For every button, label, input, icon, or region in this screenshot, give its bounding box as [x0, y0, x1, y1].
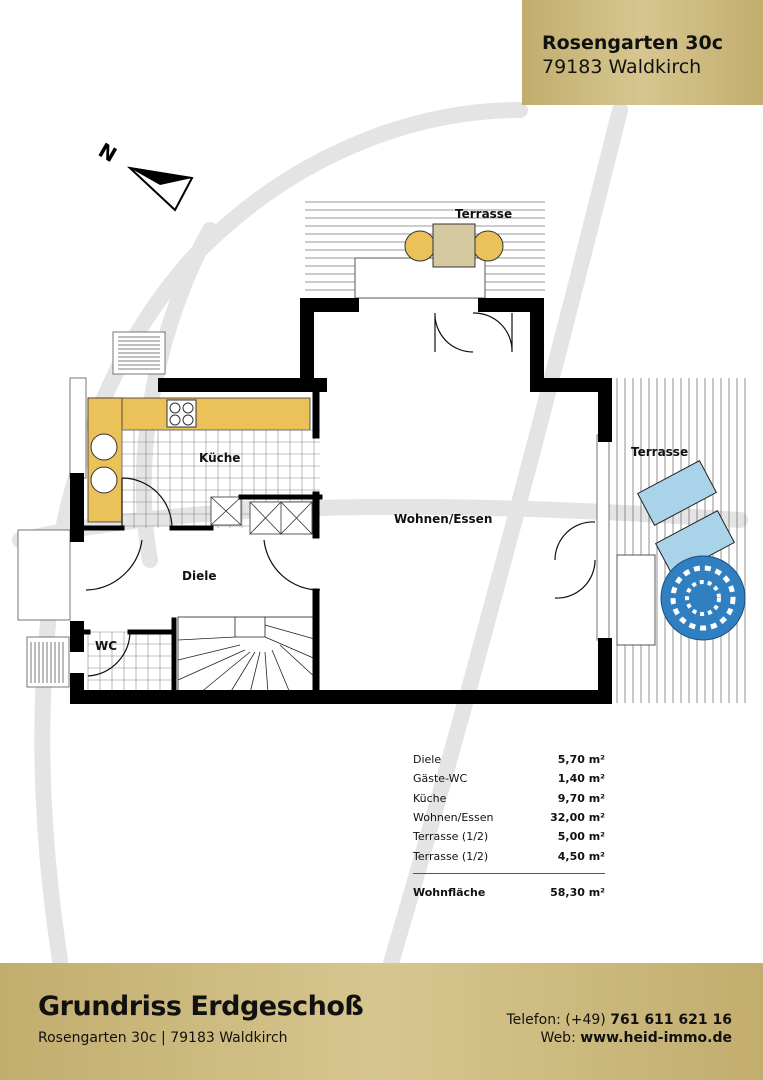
total-value: 58,30 m² — [550, 885, 605, 899]
room-label-hall: Diele — [182, 569, 216, 583]
footer-title: Grundriss Erdgeschoß — [38, 991, 364, 1022]
area-name: Terrasse (1/2) — [413, 849, 489, 863]
phone-label: Telefon: (+49) — [506, 1012, 611, 1028]
footer: Grundriss Erdgeschoß Rosengarten 30c | 7… — [0, 963, 763, 1080]
area-row: Terrasse (1/2) 4,50 m² — [413, 846, 605, 865]
area-name: Gäste-WC — [413, 772, 468, 786]
room-label-terrace-top: Terrasse — [455, 207, 512, 221]
watermark-logo — [12, 102, 748, 1008]
area-row: Terrasse (1/2) 5,00 m² — [413, 827, 605, 846]
web-link[interactable]: www.heid-immo.de — [580, 1030, 732, 1046]
area-value: 4,50 m² — [557, 849, 605, 863]
header-street: Rosengarten 30c — [542, 32, 724, 54]
room-label-terrace-right: Terrasse — [631, 445, 688, 459]
vent-grilles — [30, 336, 160, 683]
area-row: Wohnen/Essen 32,00 m² — [413, 808, 605, 827]
total-label: Wohnfläche — [413, 885, 486, 899]
area-name: Diele — [413, 753, 442, 767]
floor-tiles — [87, 429, 320, 690]
stove — [166, 399, 197, 428]
room-label-kitchen: Küche — [199, 451, 240, 465]
north-arrow-icon: N — [94, 138, 194, 212]
footer-phone: Telefon: (+49) 761 611 621 16 — [506, 1012, 732, 1028]
table-top-terrace — [404, 223, 504, 268]
sunbeds — [616, 459, 736, 646]
area-row: Diele 5,70 m² — [413, 750, 605, 769]
area-table: Diele 5,70 m² Gäste-WC 1,40 m² Küche 9,70 m² W… — [413, 750, 605, 902]
room-label-living: Wohnen/Essen — [394, 512, 492, 526]
room-label-wc: WC — [95, 639, 117, 653]
footer-web: Web: www.heid-immo.de — [541, 1030, 732, 1046]
area-value: 5,70 m² — [557, 753, 605, 767]
doors — [85, 312, 596, 677]
total-row: Wohnfläche 58,30 m² — [413, 883, 605, 902]
area-row: Küche 9,70 m² — [413, 789, 605, 808]
staircase — [177, 616, 319, 694]
sink — [90, 433, 118, 494]
area-value: 32,00 m² — [550, 811, 605, 825]
area-row: Gäste-WC 1,40 m² — [413, 769, 605, 788]
area-name: Terrasse (1/2) — [413, 830, 489, 844]
area-value: 1,40 m² — [557, 772, 605, 786]
header-city: 79183 Waldkirch — [542, 56, 702, 78]
address-header: Rosengarten 30c 79183 Waldkirch — [522, 0, 763, 105]
footer-address: Rosengarten 30c | 79183 Waldkirch — [38, 1030, 288, 1046]
area-name: Küche — [413, 791, 447, 805]
phone-number[interactable]: 761 611 621 16 — [610, 1012, 732, 1028]
divider — [413, 872, 605, 874]
parasol — [660, 555, 746, 641]
walls — [70, 298, 612, 704]
area-value: 5,00 m² — [557, 830, 605, 844]
svg-text:N: N — [94, 138, 121, 167]
area-name: Wohnen/Essen — [413, 811, 494, 825]
web-label: Web: — [540, 1030, 581, 1046]
area-value: 9,70 m² — [557, 791, 605, 805]
